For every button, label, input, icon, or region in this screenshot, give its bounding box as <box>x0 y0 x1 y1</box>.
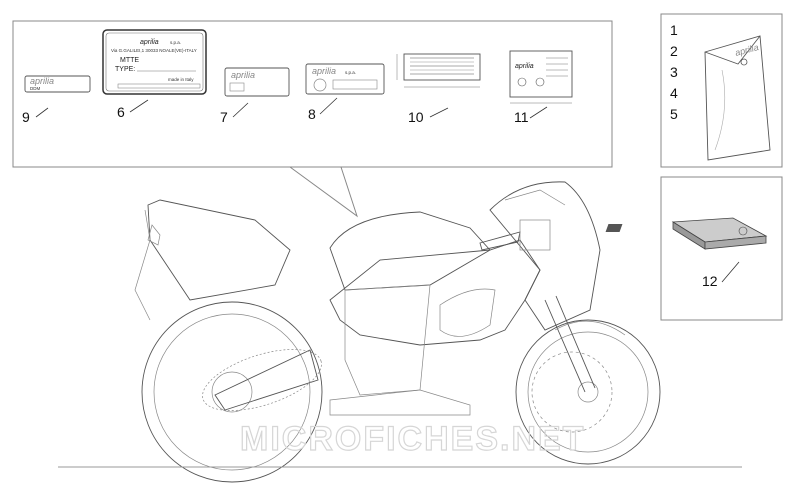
decal-6-type: TYPE: <box>115 66 135 73</box>
callout-4: 4 <box>670 85 678 101</box>
callout-5: 5 <box>670 106 678 122</box>
callout-11: 11 <box>514 109 529 125</box>
decal-6-made: made in Italy <box>168 77 194 82</box>
motorcycle-outline <box>134 181 661 483</box>
detail-pointer <box>289 166 358 218</box>
decal-10 <box>396 53 481 88</box>
callout-9: 9 <box>22 109 30 125</box>
watermark: MICROFICHES.NET <box>240 420 585 458</box>
callout-7: 7 <box>220 109 228 125</box>
decal-7: aprilia <box>224 67 290 97</box>
decal-8: aprilia s.p.a. <box>305 63 385 95</box>
decal-9: aprilia DDM <box>24 75 91 93</box>
decals-detail-box <box>12 20 613 168</box>
callout-1: 1 <box>670 22 678 38</box>
decal-9-brand: aprilia <box>30 76 54 86</box>
decal-6: aprilia s.p.a. Via G.GALILEI,1 30033 NOA… <box>102 29 207 95</box>
manual-detail-box <box>660 176 783 321</box>
callout-12: 12 <box>702 273 718 289</box>
callout-8: 8 <box>308 106 316 122</box>
decal-6-brand: aprilia <box>140 39 159 46</box>
decal-11-brand: aprilia <box>515 63 534 70</box>
callout-2: 2 <box>670 43 678 59</box>
decal-6-spa: s.p.a. <box>170 40 181 45</box>
callout-10: 10 <box>408 109 424 125</box>
decal-7-brand: aprilia <box>231 70 255 80</box>
decal-6-address: Via G.GALILEI,1 30033 NOALE(VE)-ITALY <box>111 48 197 53</box>
decal-11: aprilia <box>509 50 573 104</box>
decal-9-sub: DDM <box>30 86 40 91</box>
pouch-detail-box <box>660 13 783 168</box>
decal-8-brand: aprilia <box>312 66 336 76</box>
document-pouch: aprilia <box>704 35 771 161</box>
callout-6: 6 <box>117 104 125 120</box>
callout-3: 3 <box>670 64 678 80</box>
owners-manual <box>605 217 768 250</box>
decal-8-spa: s.p.a. <box>345 70 356 75</box>
decal-6-mtte: MTTE <box>120 57 139 64</box>
